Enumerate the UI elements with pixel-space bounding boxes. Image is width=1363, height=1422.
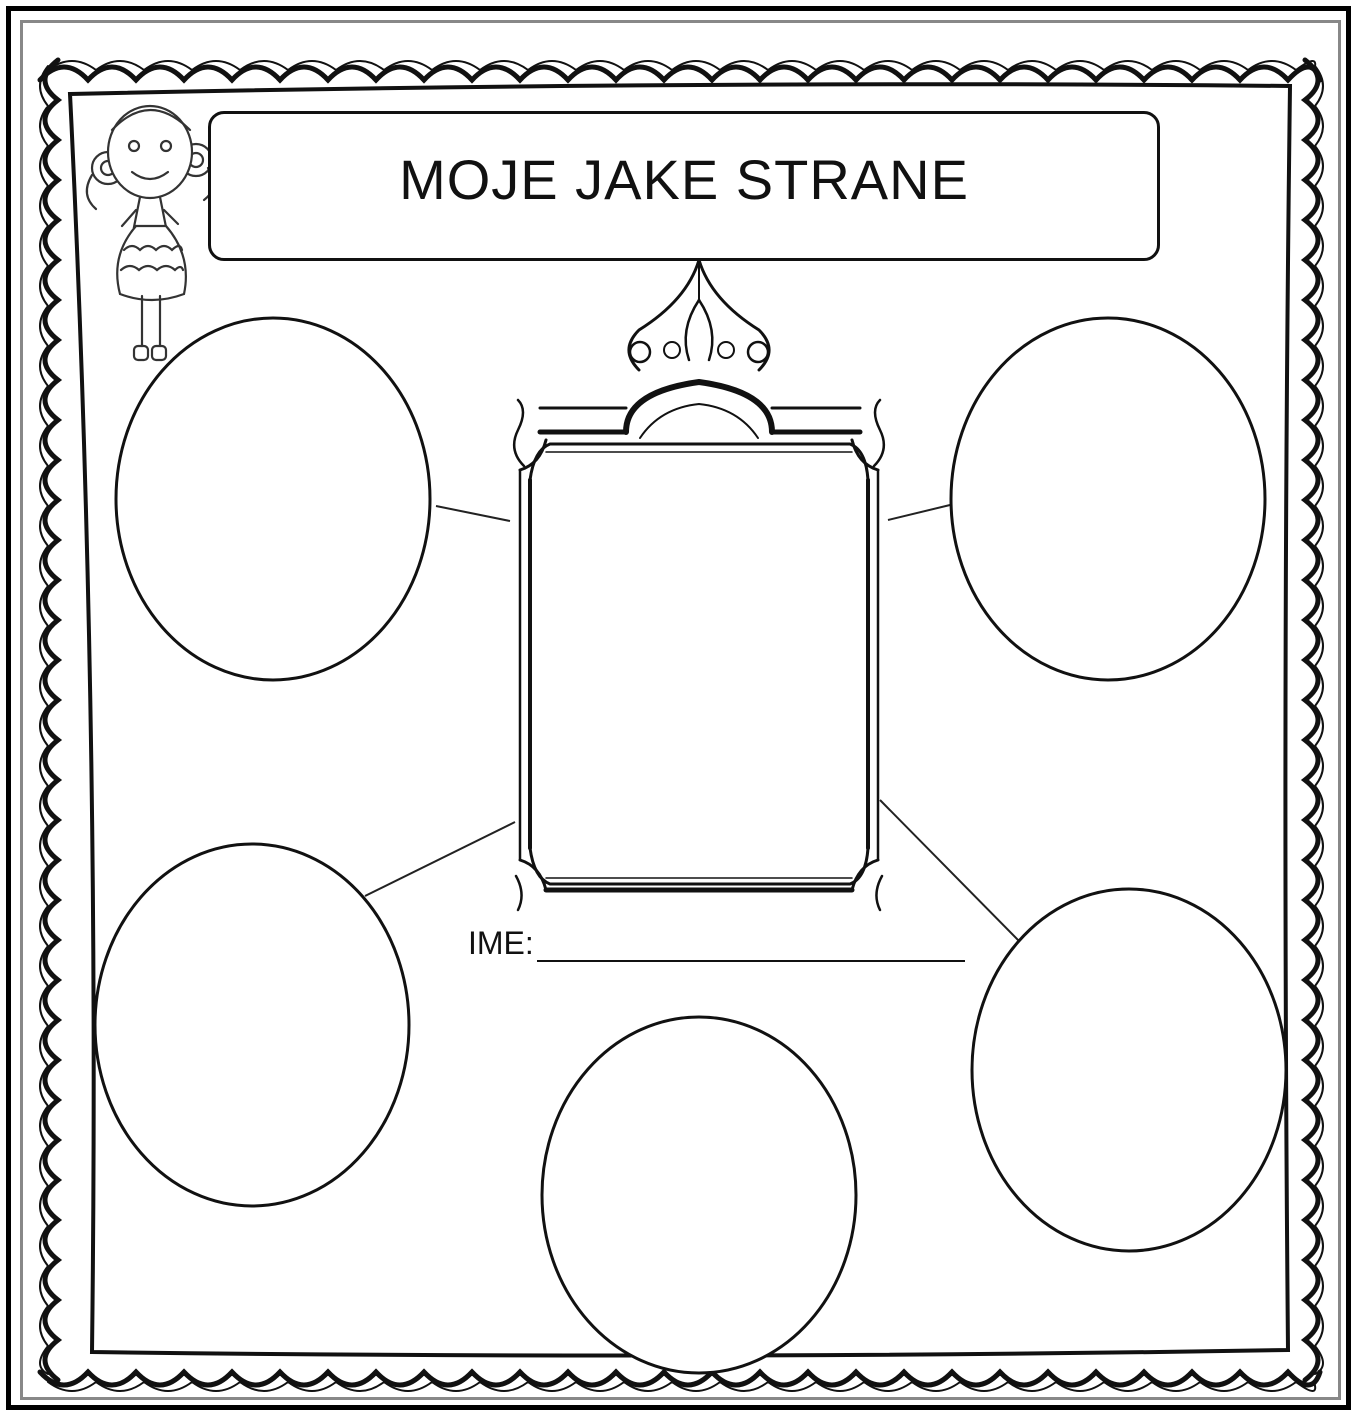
ornate-portrait-frame <box>514 245 884 910</box>
border-scallop <box>40 67 1320 80</box>
strength-circle-bottom-center <box>542 1017 856 1373</box>
name-label: IME: <box>468 925 534 962</box>
border-scallop <box>1305 60 1318 1380</box>
page-title: MOJE JAKE STRANE <box>399 147 969 212</box>
connector-line <box>436 506 510 521</box>
connector-lines <box>365 505 1018 940</box>
strength-circle-bottom-left <box>95 844 409 1206</box>
strength-circle-top-right <box>951 318 1265 680</box>
border-scallop <box>45 60 58 1380</box>
border-scallop <box>40 1372 1320 1385</box>
connector-line <box>880 800 1018 940</box>
name-input-line[interactable] <box>537 960 965 962</box>
girl-doodle-icon <box>87 106 213 360</box>
title-banner: MOJE JAKE STRANE <box>208 111 1160 261</box>
connector-line <box>888 505 950 520</box>
strength-circle-bottom-right <box>972 889 1286 1251</box>
strength-circle-top-left <box>116 318 430 680</box>
answer-circles <box>95 318 1286 1373</box>
connector-line <box>365 822 515 896</box>
